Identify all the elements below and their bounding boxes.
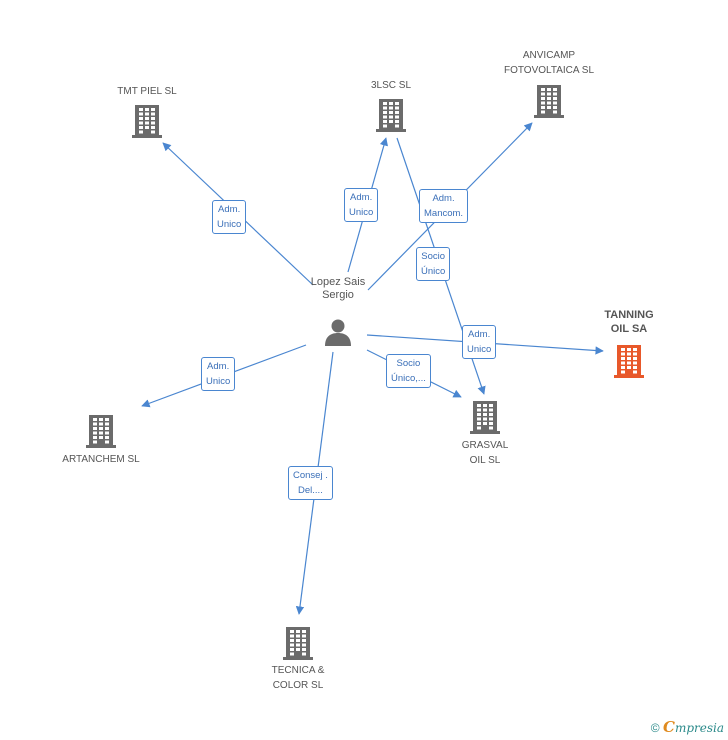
relation-label-grasval[interactable]: Socio Único,...	[386, 354, 431, 388]
brand-logo: Cmpresia	[662, 718, 724, 736]
company-label: ANVICAMP FOTOVOLTAICA SL	[503, 50, 595, 76]
brand-rest: mpresia	[674, 721, 724, 735]
company-label: TMT PIEL SL	[117, 86, 177, 97]
company-label: GRASVAL OIL SL	[461, 440, 509, 466]
building-icon	[283, 627, 313, 660]
person-name: Lopez Sais Sergio	[310, 276, 366, 301]
copyright-icon: ©	[650, 721, 660, 735]
building-icon-main	[614, 345, 644, 378]
building-icon	[376, 99, 406, 132]
relation-label-tanning[interactable]: Adm. Unico	[462, 325, 497, 359]
relation-label-anvicamp[interactable]: Adm. Mancom.	[419, 189, 469, 223]
building-icon	[534, 85, 564, 118]
relation-label-socio-unico[interactable]: Socio Único	[416, 247, 451, 281]
company-label: ARTANCHEM SL	[62, 454, 140, 465]
relation-label-tecnica[interactable]: Consej . Del....	[288, 466, 333, 500]
company-label: TECNICA & COLOR SL	[271, 665, 325, 691]
relation-label-tmt[interactable]: Adm. Unico	[212, 200, 247, 234]
company-label-main: TANNING OIL SA	[604, 309, 654, 335]
building-icon	[470, 401, 500, 434]
relation-label-3lsc[interactable]: Adm. Unico	[344, 188, 379, 222]
footer-brand[interactable]: © Cmpresia	[651, 718, 724, 736]
relation-label-artanchem[interactable]: Adm. Unico	[201, 357, 236, 391]
building-icon	[86, 415, 116, 448]
building-icon	[132, 105, 162, 138]
company-label: 3LSC SL	[370, 80, 412, 91]
person-icon	[325, 319, 351, 346]
brand-first-letter: C	[662, 718, 675, 736]
